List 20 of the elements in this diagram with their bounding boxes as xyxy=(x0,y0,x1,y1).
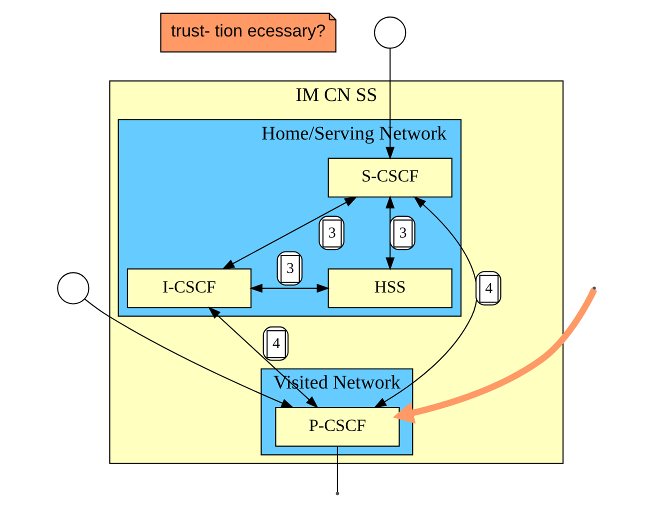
edge-label: 3 xyxy=(398,224,406,241)
arrow xyxy=(385,195,394,270)
node-box: P-CSCF xyxy=(274,406,400,446)
arrow xyxy=(221,196,357,270)
node-box: I-CSCF xyxy=(126,268,252,308)
connector xyxy=(336,446,338,492)
arrow xyxy=(84,298,294,408)
arrow xyxy=(208,306,318,408)
node-circle xyxy=(56,272,89,304)
edge-label: 3 xyxy=(286,260,294,276)
edge-label: 4 xyxy=(272,336,280,352)
node-box: S-CSCF xyxy=(327,157,452,198)
arrow xyxy=(249,283,330,292)
node-circle xyxy=(373,16,406,48)
arrow xyxy=(392,288,597,424)
arrow xyxy=(385,48,394,160)
arrow xyxy=(373,196,477,408)
edge-label: 4 xyxy=(484,280,492,296)
edge-label: 3 xyxy=(328,224,336,241)
node-box: HSS xyxy=(327,268,452,308)
